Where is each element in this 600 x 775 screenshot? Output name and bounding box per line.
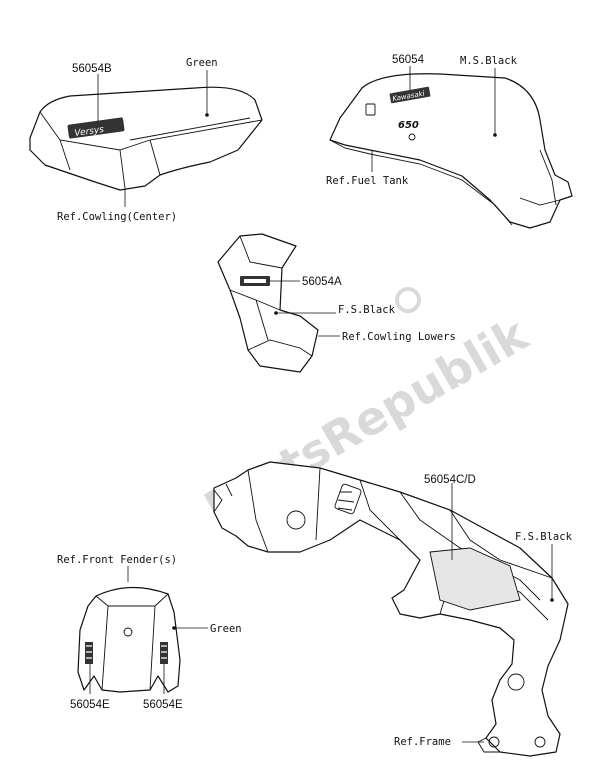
versys-decal-text: Versys xyxy=(74,125,105,139)
color-label-green-fender: Green xyxy=(210,623,242,635)
fender-decal-right xyxy=(160,642,168,664)
fuel-tank-leaders xyxy=(371,66,496,172)
part-number-56054E-left: 56054E xyxy=(70,699,110,711)
ref-label-cowling-lowers: Ref.Cowling Lowers xyxy=(342,331,456,343)
color-label-green-center: Green xyxy=(186,57,218,69)
fuel-tank-part: Kawasaki 650 xyxy=(329,73,573,229)
color-label-fs-black-lowers: F.S.Black xyxy=(338,304,396,316)
tank-badge-text: 650 xyxy=(398,120,419,131)
front-fender-leaders xyxy=(89,566,208,694)
ref-label-front-fender: Ref.Front Fender(s) xyxy=(57,554,177,566)
color-label-ms-black: M.S.Black xyxy=(460,55,518,67)
frame-leaders xyxy=(451,483,553,743)
part-number-56054CD: 56054C/D xyxy=(424,474,476,486)
watermark-gear-icon xyxy=(395,287,421,313)
tank-emblem-icon xyxy=(365,103,376,116)
part-number-56054B: 56054B xyxy=(72,63,112,75)
ref-label-cowling-center: Ref.Cowling(Center) xyxy=(57,211,177,223)
cowling-center-leaders xyxy=(97,70,208,207)
cowling-center-part: Versys xyxy=(29,86,263,191)
frame-part xyxy=(213,461,569,757)
part-number-56054: 56054 xyxy=(392,54,425,66)
part-number-56054E-right: 56054E xyxy=(143,699,183,711)
kawasaki-decal xyxy=(389,86,431,104)
fender-bolt-icon xyxy=(123,627,133,637)
ref-label-fuel-tank: Ref.Fuel Tank xyxy=(326,175,409,187)
cowling-lower-leaders xyxy=(270,280,340,337)
front-fender-part xyxy=(77,586,181,693)
ref-label-frame: Ref.Frame xyxy=(394,736,451,748)
fender-decal-left xyxy=(85,642,93,664)
cowling-lower-part xyxy=(217,233,319,373)
color-label-fs-black-frame: F.S.Black xyxy=(515,531,573,543)
versys-decal xyxy=(67,117,125,139)
part-number-56054A: 56054A xyxy=(302,276,342,288)
